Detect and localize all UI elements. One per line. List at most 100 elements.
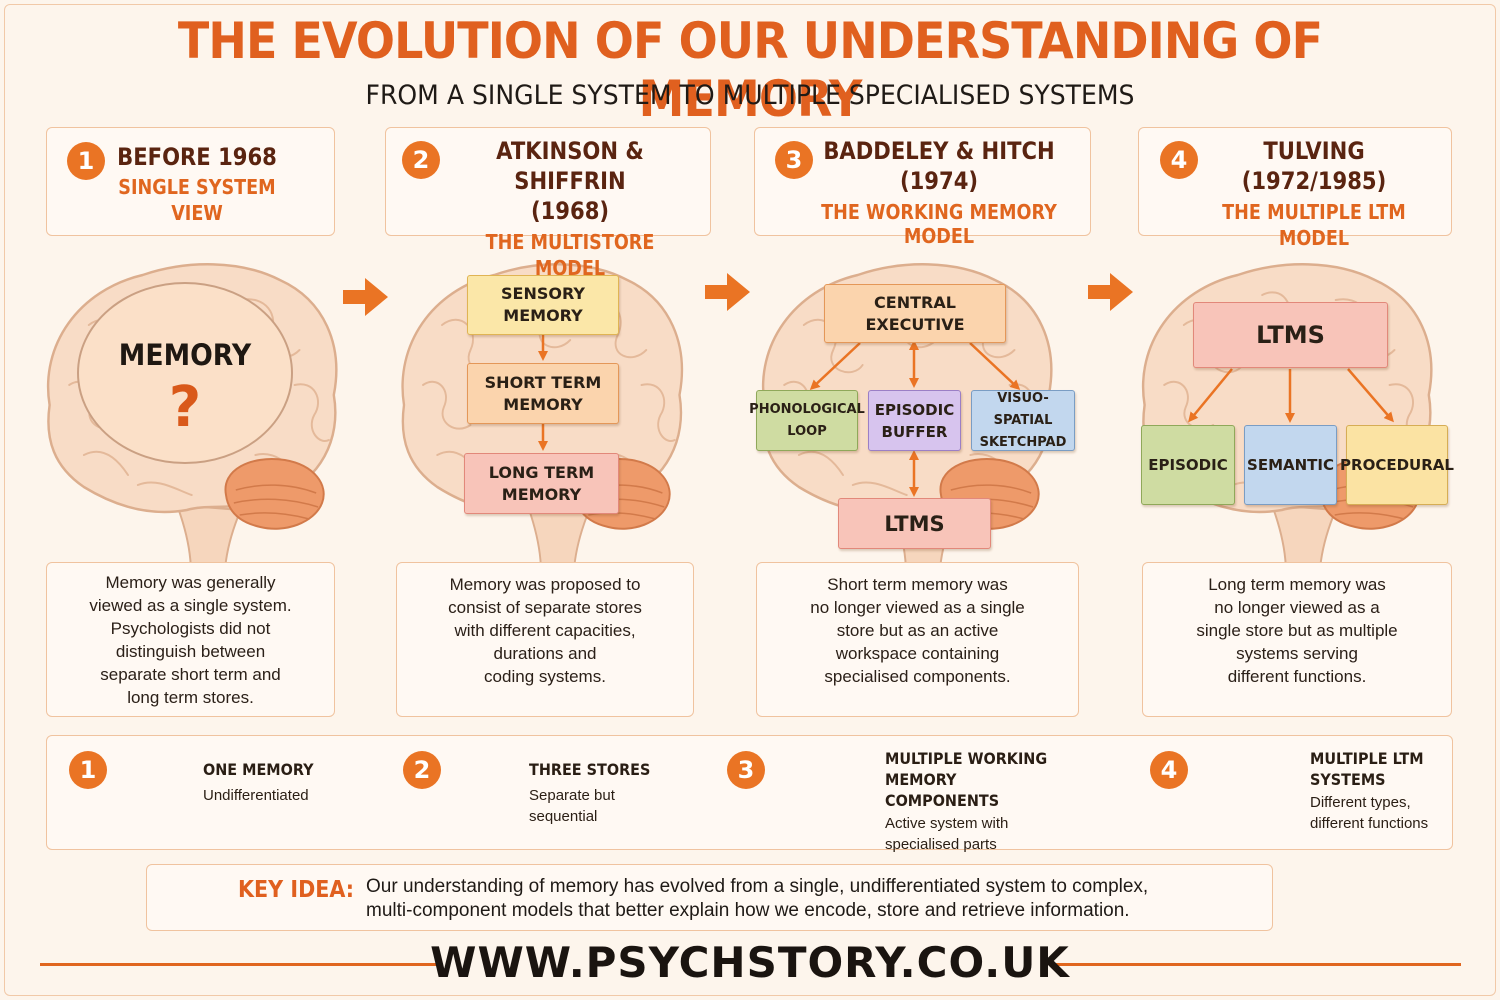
stage-2-header: 2 ATKINSON & SHIFFRIN (1968) THE MULTIST… bbox=[385, 127, 711, 280]
summary-2-desc-line: sequential bbox=[529, 808, 598, 825]
stage-4-desc-line: different functions. bbox=[1227, 667, 1367, 686]
stage-1-name: BEFORE 1968 bbox=[117, 143, 277, 171]
stage-2-number: 2 bbox=[402, 141, 440, 179]
key-idea-panel bbox=[146, 864, 1273, 931]
summary-3-number: 3 bbox=[727, 751, 765, 789]
sensory-memory-line-1: SENSORY bbox=[501, 284, 585, 303]
stage-2-description: Memory was proposed to consist of separa… bbox=[396, 562, 694, 717]
long-term-memory-line-2: MEMORY bbox=[501, 484, 582, 504]
stage-2-desc-line: coding systems. bbox=[484, 667, 606, 686]
stage-1-description: Memory was generally viewed as a single … bbox=[46, 562, 335, 717]
summary-2-title: THREE STORES bbox=[529, 760, 651, 779]
stage-4-name-line-2: (1972/1985) bbox=[1241, 167, 1387, 195]
stage-3-desc-line: specialised components. bbox=[824, 667, 1011, 686]
footer-rule-right bbox=[1055, 963, 1461, 966]
stage-1-number: 1 bbox=[67, 142, 105, 180]
stage-2-desc-line: consist of separate stores bbox=[448, 598, 642, 617]
stage-4-header: 4 TULVING (1972/1985) THE MULTIPLE LTM M… bbox=[1138, 127, 1452, 250]
stage-3-model-line-2: MODEL bbox=[903, 224, 975, 248]
stage-arrow-1 bbox=[343, 278, 388, 316]
ltm-connectors bbox=[1188, 368, 1394, 423]
wm-ltms-box: LTMS bbox=[838, 498, 991, 549]
visuo-spatial-line-2: SKETCHPAD bbox=[979, 434, 1067, 450]
memory-circle bbox=[77, 282, 293, 464]
stage-2-desc-line: durations and bbox=[493, 644, 597, 663]
episodic-buffer-line-1: EPISODIC bbox=[874, 400, 955, 419]
stage-arrow-3 bbox=[1088, 273, 1133, 311]
stage-4-desc-line: systems serving bbox=[1236, 644, 1358, 663]
episodic-buffer-box: EPISODIC BUFFER bbox=[868, 390, 961, 451]
summary-3-title-line: MEMORY COMPONENTS bbox=[885, 770, 1000, 810]
stage-3-desc-line: no longer viewed as a single bbox=[810, 598, 1025, 617]
summary-3-desc-line: Active system with bbox=[885, 815, 1009, 832]
semantic-box: SEMANTIC bbox=[1244, 425, 1337, 505]
stage-3-name-line-1: BADDELEY & HITCH bbox=[823, 137, 1055, 165]
summary-2-text: THREE STORES Separate but sequential bbox=[529, 759, 669, 827]
stage-4-number: 4 bbox=[1160, 141, 1198, 179]
ltms-box: LTMS bbox=[1193, 302, 1388, 368]
page-title: THE EVOLUTION OF OUR UNDERSTANDING OF ME… bbox=[177, 12, 1323, 128]
summary-2-desc-line: Separate but bbox=[529, 787, 615, 804]
summary-3-text: MULTIPLE WORKING MEMORY COMPONENTS Activ… bbox=[885, 748, 1090, 855]
summary-3-title-line: MULTIPLE WORKING bbox=[885, 749, 1048, 768]
visuo-spatial-line-1: VISUO-SPATIAL bbox=[993, 390, 1053, 428]
long-term-memory-line-1: LONG TERM bbox=[488, 462, 595, 482]
summary-4-title-line: SYSTEMS bbox=[1310, 770, 1386, 789]
stage-3-name-line-2: (1974) bbox=[899, 167, 979, 195]
stage-4-desc-line: single store but as multiple bbox=[1196, 621, 1398, 640]
visuo-spatial-sketchpad-box: VISUO-SPATIAL SKETCHPAD bbox=[971, 390, 1075, 451]
summary-4-desc-line: different functions bbox=[1310, 815, 1429, 832]
stage-1-model: SINGLE SYSTEM VIEW bbox=[118, 175, 276, 225]
stage-3-model-line-1: THE WORKING MEMORY bbox=[821, 200, 1057, 224]
footer-url[interactable]: WWW.PSYCHSTORY.CO.UK bbox=[430, 938, 1070, 987]
summary-3-desc-line: specialised parts bbox=[885, 836, 997, 853]
summary-1-desc: Undifferentiated bbox=[203, 787, 309, 804]
stage-3-desc-line: Short term memory was bbox=[827, 575, 1008, 594]
key-idea-line: multi-component models that better expla… bbox=[366, 900, 1130, 921]
stage-4-desc-line: Long term memory was bbox=[1208, 575, 1386, 594]
stage-3-header: 3 BADDELEY & HITCH (1974) THE WORKING ME… bbox=[754, 127, 1091, 248]
stage-2-name-line-1: ATKINSON & SHIFFRIN bbox=[496, 137, 644, 195]
stage-arrow-2 bbox=[705, 273, 750, 311]
central-executive-line-1: CENTRAL bbox=[874, 292, 956, 312]
stage-1-desc-line: separate short term and bbox=[100, 664, 281, 684]
stage-4-desc-line: no longer viewed as a bbox=[1214, 598, 1380, 617]
sensory-memory-box: SENSORY MEMORY bbox=[467, 275, 619, 335]
stage-3-number: 3 bbox=[775, 141, 813, 179]
key-idea-line: Our understanding of memory has evolved … bbox=[366, 876, 1149, 897]
stage-3-desc-line: store but as an active bbox=[836, 621, 999, 640]
stage-1-desc-line: distinguish between bbox=[115, 641, 266, 661]
short-term-memory-line-1: SHORT TERM bbox=[484, 372, 602, 392]
stage-1-desc-line: Memory was generally bbox=[105, 572, 276, 592]
stage-3-desc-line: workspace containing bbox=[835, 644, 1000, 663]
stage-2-desc-line: Memory was proposed to bbox=[449, 575, 641, 594]
procedural-box: PROCEDURAL bbox=[1340, 425, 1454, 505]
sensory-memory-line-2: MEMORY bbox=[503, 306, 583, 325]
question-mark: ? bbox=[168, 375, 202, 440]
stage-3-description: Short term memory was no longer viewed a… bbox=[756, 562, 1079, 717]
memory-label: MEMORY bbox=[118, 338, 252, 372]
stage-1-desc-line: long term stores. bbox=[127, 687, 254, 707]
key-idea-text: Our understanding of memory has evolved … bbox=[366, 875, 1266, 923]
stage-1-desc-line: viewed as a single system. bbox=[89, 595, 292, 615]
stage-arrows bbox=[343, 273, 1133, 316]
episodic-box: EPISODIC bbox=[1141, 425, 1235, 505]
central-executive-line-2: EXECUTIVE bbox=[865, 314, 965, 334]
stage-4-name-line-1: TULVING bbox=[1263, 137, 1365, 165]
stage-2-name-line-2: (1968) bbox=[530, 197, 610, 225]
footer-rule-left bbox=[40, 963, 436, 966]
stage-2-model: THE MULTISTORE MODEL bbox=[485, 230, 655, 280]
stage-1-header: 1 BEFORE 1968 SINGLE SYSTEM VIEW bbox=[46, 127, 335, 236]
summary-4-number: 4 bbox=[1150, 751, 1188, 789]
stage-1-desc-line: Psychologists did not bbox=[110, 618, 271, 638]
summary-1-text: ONE MEMORY Undifferentiated bbox=[203, 759, 343, 806]
episodic-buffer-line-2: BUFFER bbox=[881, 422, 948, 441]
summary-4-title-line: MULTIPLE LTM bbox=[1310, 749, 1424, 768]
short-term-memory-line-2: MEMORY bbox=[503, 394, 583, 414]
summary-1-number: 1 bbox=[69, 751, 107, 789]
page-subtitle: FROM A SINGLE SYSTEM TO MULTIPLE SPECIAL… bbox=[365, 80, 1135, 111]
summary-2-number: 2 bbox=[403, 751, 441, 789]
summary-1-title: ONE MEMORY bbox=[203, 760, 314, 779]
